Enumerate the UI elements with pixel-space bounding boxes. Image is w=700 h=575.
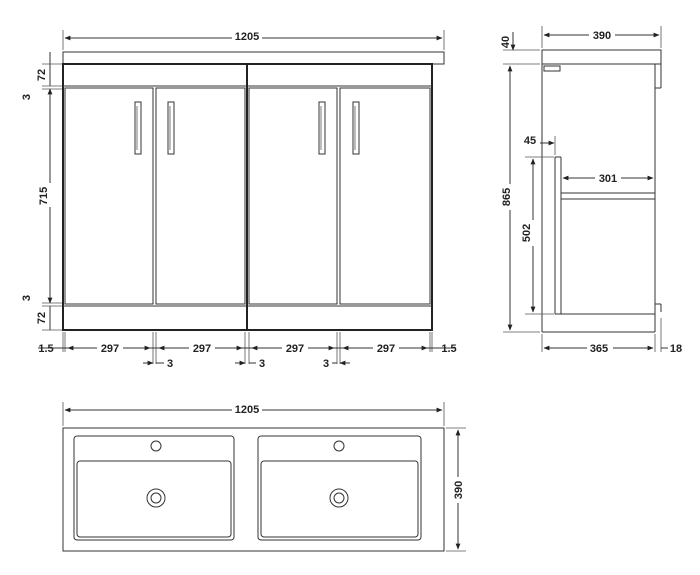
top-gap-label: 3 <box>21 94 33 100</box>
front-view: 1205 72 3 715 3 72 1.5 <box>21 29 457 370</box>
worktop-height-label: 72 <box>36 69 48 81</box>
door-4 <box>339 87 431 305</box>
worktop-thickness-label: 40 <box>500 36 512 48</box>
shelf-depth-label: 301 <box>599 173 617 185</box>
door-3 <box>248 87 338 305</box>
left-tap-hole <box>150 440 162 452</box>
handle-2 <box>167 101 175 155</box>
door-width-1-label: 297 <box>101 343 119 355</box>
front-offset-label: 18 <box>670 343 682 355</box>
bottom-gap-label: 3 <box>21 295 33 301</box>
handle-4 <box>352 101 360 155</box>
side-view: 390 40 865 45 301 502 365 18 <box>500 26 682 355</box>
door-gap-3-label: 3 <box>323 358 329 370</box>
carcass-depth-label: 365 <box>590 343 608 355</box>
basin-outline <box>62 427 445 552</box>
plinth-height-label: 72 <box>36 312 48 324</box>
right-tap-hole <box>333 440 345 452</box>
handle-3 <box>318 101 326 155</box>
plan-depth-label: 390 <box>453 481 465 499</box>
side-depth-label: 390 <box>593 30 611 42</box>
door-1 <box>64 87 154 305</box>
left-waste <box>146 488 166 508</box>
plan-width-label: 1205 <box>235 404 259 416</box>
shelf-height-label: 502 <box>521 224 533 242</box>
right-edge-label: 1.5 <box>441 343 456 355</box>
front-worktop <box>62 51 445 65</box>
side-worktop <box>541 49 662 65</box>
front-width-label: 1205 <box>235 31 259 43</box>
right-bowl <box>257 435 422 541</box>
right-waste <box>329 488 349 508</box>
left-bowl <box>73 435 235 541</box>
side-waste-fitting <box>543 65 561 72</box>
door-gap-2-label: 3 <box>259 358 265 370</box>
door-width-4-label: 297 <box>377 343 395 355</box>
door-width-2-label: 297 <box>193 343 211 355</box>
door-height-label: 715 <box>38 187 50 205</box>
door-width-3-label: 297 <box>286 343 304 355</box>
shelf-offset-label: 45 <box>524 135 536 147</box>
overall-height-label: 865 <box>501 188 513 206</box>
plan-view: 1205 390 <box>62 402 466 552</box>
handle-1 <box>134 101 142 155</box>
door-gap-1-label: 3 <box>167 358 173 370</box>
left-edge-label: 1.5 <box>38 343 53 355</box>
door-2 <box>155 87 246 305</box>
